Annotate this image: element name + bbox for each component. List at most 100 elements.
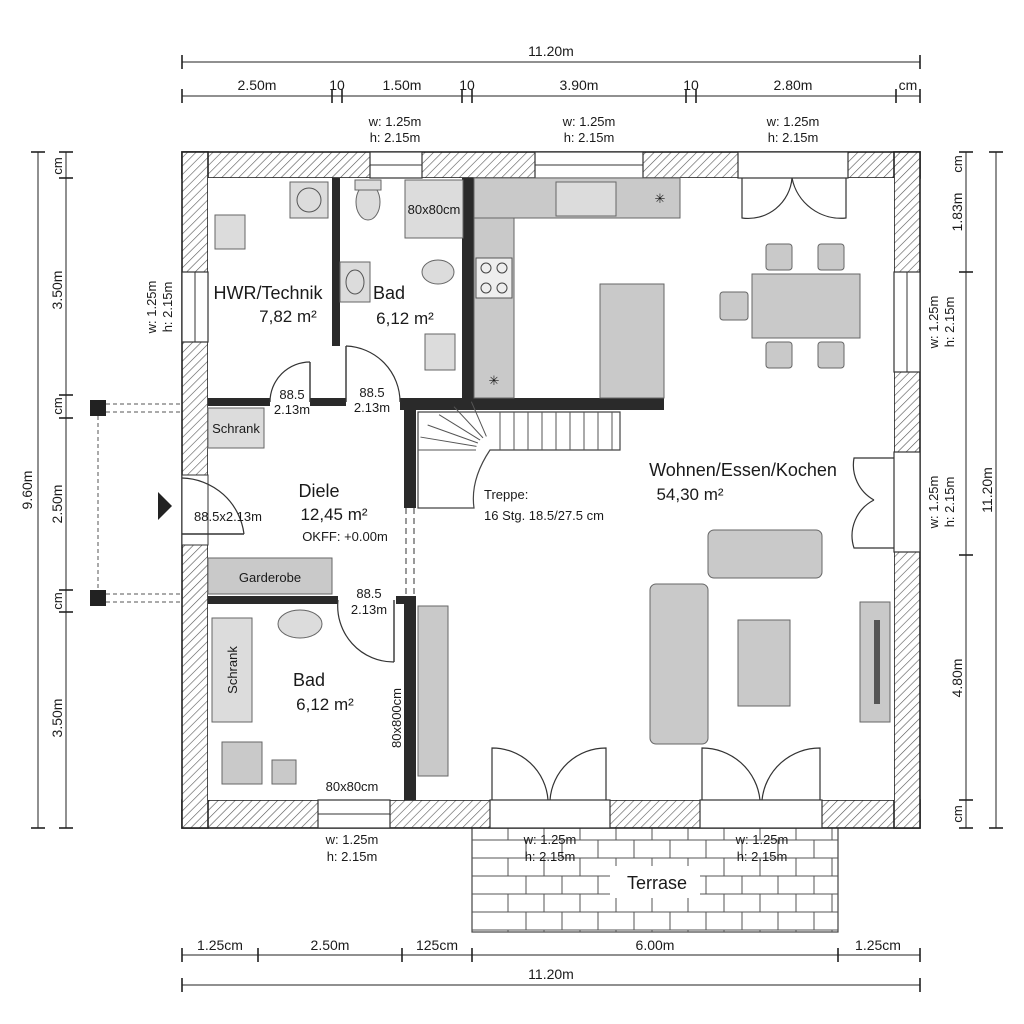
right-seg-4: cm bbox=[950, 805, 965, 822]
top-seg-7: 2.80m bbox=[774, 77, 813, 93]
left-seg-6: 3.50m bbox=[49, 699, 65, 738]
top-seg-3: 1.50m bbox=[383, 77, 422, 93]
win-left-1-w: w: 1.25m bbox=[144, 281, 159, 335]
kitchen-counter-side bbox=[473, 217, 515, 399]
win-bottom-2-w: w: 1.25m bbox=[523, 832, 577, 847]
wohnen-name: Wohnen/Essen/Kochen bbox=[649, 460, 837, 480]
door-bad2-w: 88.5 bbox=[356, 586, 381, 601]
door-hwr-h: 2.13m bbox=[274, 402, 310, 417]
left-seg-2: 3.50m bbox=[49, 271, 65, 310]
bad-bottom-name: Bad bbox=[293, 670, 325, 690]
dining-set bbox=[719, 243, 861, 369]
wohnen-area: 54,30 m² bbox=[656, 485, 723, 504]
win-top-3-h: h: 2.15m bbox=[768, 130, 819, 145]
boiler-icon bbox=[214, 214, 246, 250]
entrance-canopy bbox=[90, 400, 182, 606]
door-entry-arc bbox=[181, 477, 245, 535]
hwr-area: 7,82 m² bbox=[259, 307, 317, 326]
top-seg-6: 10 bbox=[683, 77, 699, 93]
doors bbox=[181, 177, 894, 801]
win-right-1-h: h: 2.15m bbox=[942, 297, 957, 348]
right-seg-2: 1.83m bbox=[949, 193, 965, 232]
door-bottom-french-1 bbox=[491, 747, 549, 801]
door-bad-bottom-arc bbox=[337, 599, 395, 663]
top-total-label: 11.20m bbox=[528, 43, 574, 59]
window-bottom-2 bbox=[489, 799, 611, 829]
bad-top-fixtures: 80x80cm bbox=[339, 179, 464, 371]
win-right-2-h: h: 2.15m bbox=[942, 477, 957, 528]
staircase: Treppe: 16 Stg. 18.5/27.5 cm bbox=[417, 401, 621, 523]
bottom-seg-4: 6.00m bbox=[636, 937, 675, 953]
kitchen-sink-icon bbox=[555, 181, 617, 217]
window-labels: w: 1.25m h: 2.15m w: 1.25m h: 2.15m w: 1… bbox=[144, 114, 957, 864]
door-bad-h: 2.13m bbox=[354, 400, 390, 415]
window-top-3 bbox=[737, 151, 849, 179]
win-top-1-h: h: 2.15m bbox=[370, 130, 421, 145]
door-bottom-french-2 bbox=[701, 747, 761, 801]
door-entry-label: 88.5x2.13m bbox=[194, 509, 262, 524]
right-total-label: 11.20m bbox=[979, 467, 995, 513]
chair bbox=[765, 243, 793, 271]
schrank-bad bbox=[211, 617, 253, 723]
washing-machine-icon bbox=[289, 181, 329, 219]
sofa-large bbox=[649, 583, 709, 745]
door-bad2-h: 2.13m bbox=[351, 602, 387, 617]
bottom-seg-1: 1.25cm bbox=[197, 937, 243, 953]
chair bbox=[817, 243, 845, 271]
bottom-total-label: 11.20m bbox=[528, 966, 574, 982]
stairs-detail: 16 Stg. 18.5/27.5 cm bbox=[484, 508, 604, 523]
kitchen-fixtures: ✳ ✳ bbox=[473, 177, 681, 399]
door-right-french bbox=[852, 457, 894, 501]
diele-okff: OKFF: +0.00m bbox=[302, 529, 388, 544]
schrank-2-label: Schrank bbox=[225, 646, 240, 694]
left-seg-4: 2.50m bbox=[49, 485, 65, 524]
entrance-arrow-icon bbox=[158, 492, 172, 520]
right-dimension-chain: cm 1.83m 4.80m cm 11.20m bbox=[949, 151, 1003, 829]
sideboard bbox=[417, 605, 449, 777]
shower-top bbox=[404, 179, 464, 239]
shower-bottom-label: 80x80cm bbox=[326, 779, 379, 794]
exterior-walls bbox=[181, 151, 921, 829]
interior-walls bbox=[208, 178, 664, 800]
garderobe-label: Garderobe bbox=[239, 570, 301, 585]
right-seg-1: cm bbox=[950, 155, 965, 172]
win-bottom-2-h: h: 2.15m bbox=[525, 849, 576, 864]
bad-bottom-area: 6,12 m² bbox=[296, 695, 354, 714]
win-bottom-1-h: h: 2.15m bbox=[327, 849, 378, 864]
win-top-1-w: w: 1.25m bbox=[368, 114, 422, 129]
terrace-pavers bbox=[472, 822, 838, 932]
top-seg-1: 2.50m bbox=[238, 77, 277, 93]
win-bottom-1-w: w: 1.25m bbox=[325, 832, 379, 847]
stairs-title: Treppe: bbox=[484, 487, 528, 502]
schrank-hwr bbox=[207, 407, 265, 449]
sofa-small bbox=[707, 529, 823, 579]
terrace: Terrase bbox=[471, 821, 839, 933]
schrank-1-label: Schrank bbox=[212, 421, 260, 436]
appliance-star-icon: ✳ bbox=[489, 373, 500, 388]
chair bbox=[765, 341, 793, 369]
room-labels: HWR/Technik 7,82 m² Bad 6,12 m² Diele 12… bbox=[213, 283, 836, 714]
bottom-dimension-chain: 1.25cm 2.50m 125cm 6.00m 1.25cm 11.20m bbox=[181, 937, 921, 992]
door-top-french-left bbox=[741, 177, 793, 220]
diele-fixtures: Garderobe bbox=[207, 557, 333, 595]
win-bottom-3-w: w: 1.25m bbox=[735, 832, 789, 847]
win-right-2-w: w: 1.25m bbox=[926, 476, 941, 530]
right-seg-3: 4.80m bbox=[949, 659, 965, 698]
window-right-2 bbox=[893, 451, 921, 553]
door-labels: 88.5 2.13m 88.5 2.13m 88.5x2.13m 88.5 2.… bbox=[194, 385, 390, 617]
living-set: 80x800cm bbox=[389, 529, 891, 777]
shower-bottom bbox=[221, 741, 263, 785]
sink-icon bbox=[277, 609, 323, 639]
bad-bottom-fixtures: Schrank 80x80cm bbox=[211, 609, 379, 794]
fridge-star-icon: ✳ bbox=[655, 191, 666, 206]
top-seg-4: 10 bbox=[459, 77, 475, 93]
bottom-seg-5: 1.25cm bbox=[855, 937, 901, 953]
win-right-1-w: w: 1.25m bbox=[926, 296, 941, 350]
bottom-seg-2: 2.50m bbox=[311, 937, 350, 953]
door-hwr-w: 88.5 bbox=[279, 387, 304, 402]
bad-top-area: 6,12 m² bbox=[376, 309, 434, 328]
hwr-fixtures: Schrank bbox=[207, 181, 329, 449]
left-seg-3: cm bbox=[50, 397, 65, 414]
window-bottom-3 bbox=[699, 799, 823, 829]
